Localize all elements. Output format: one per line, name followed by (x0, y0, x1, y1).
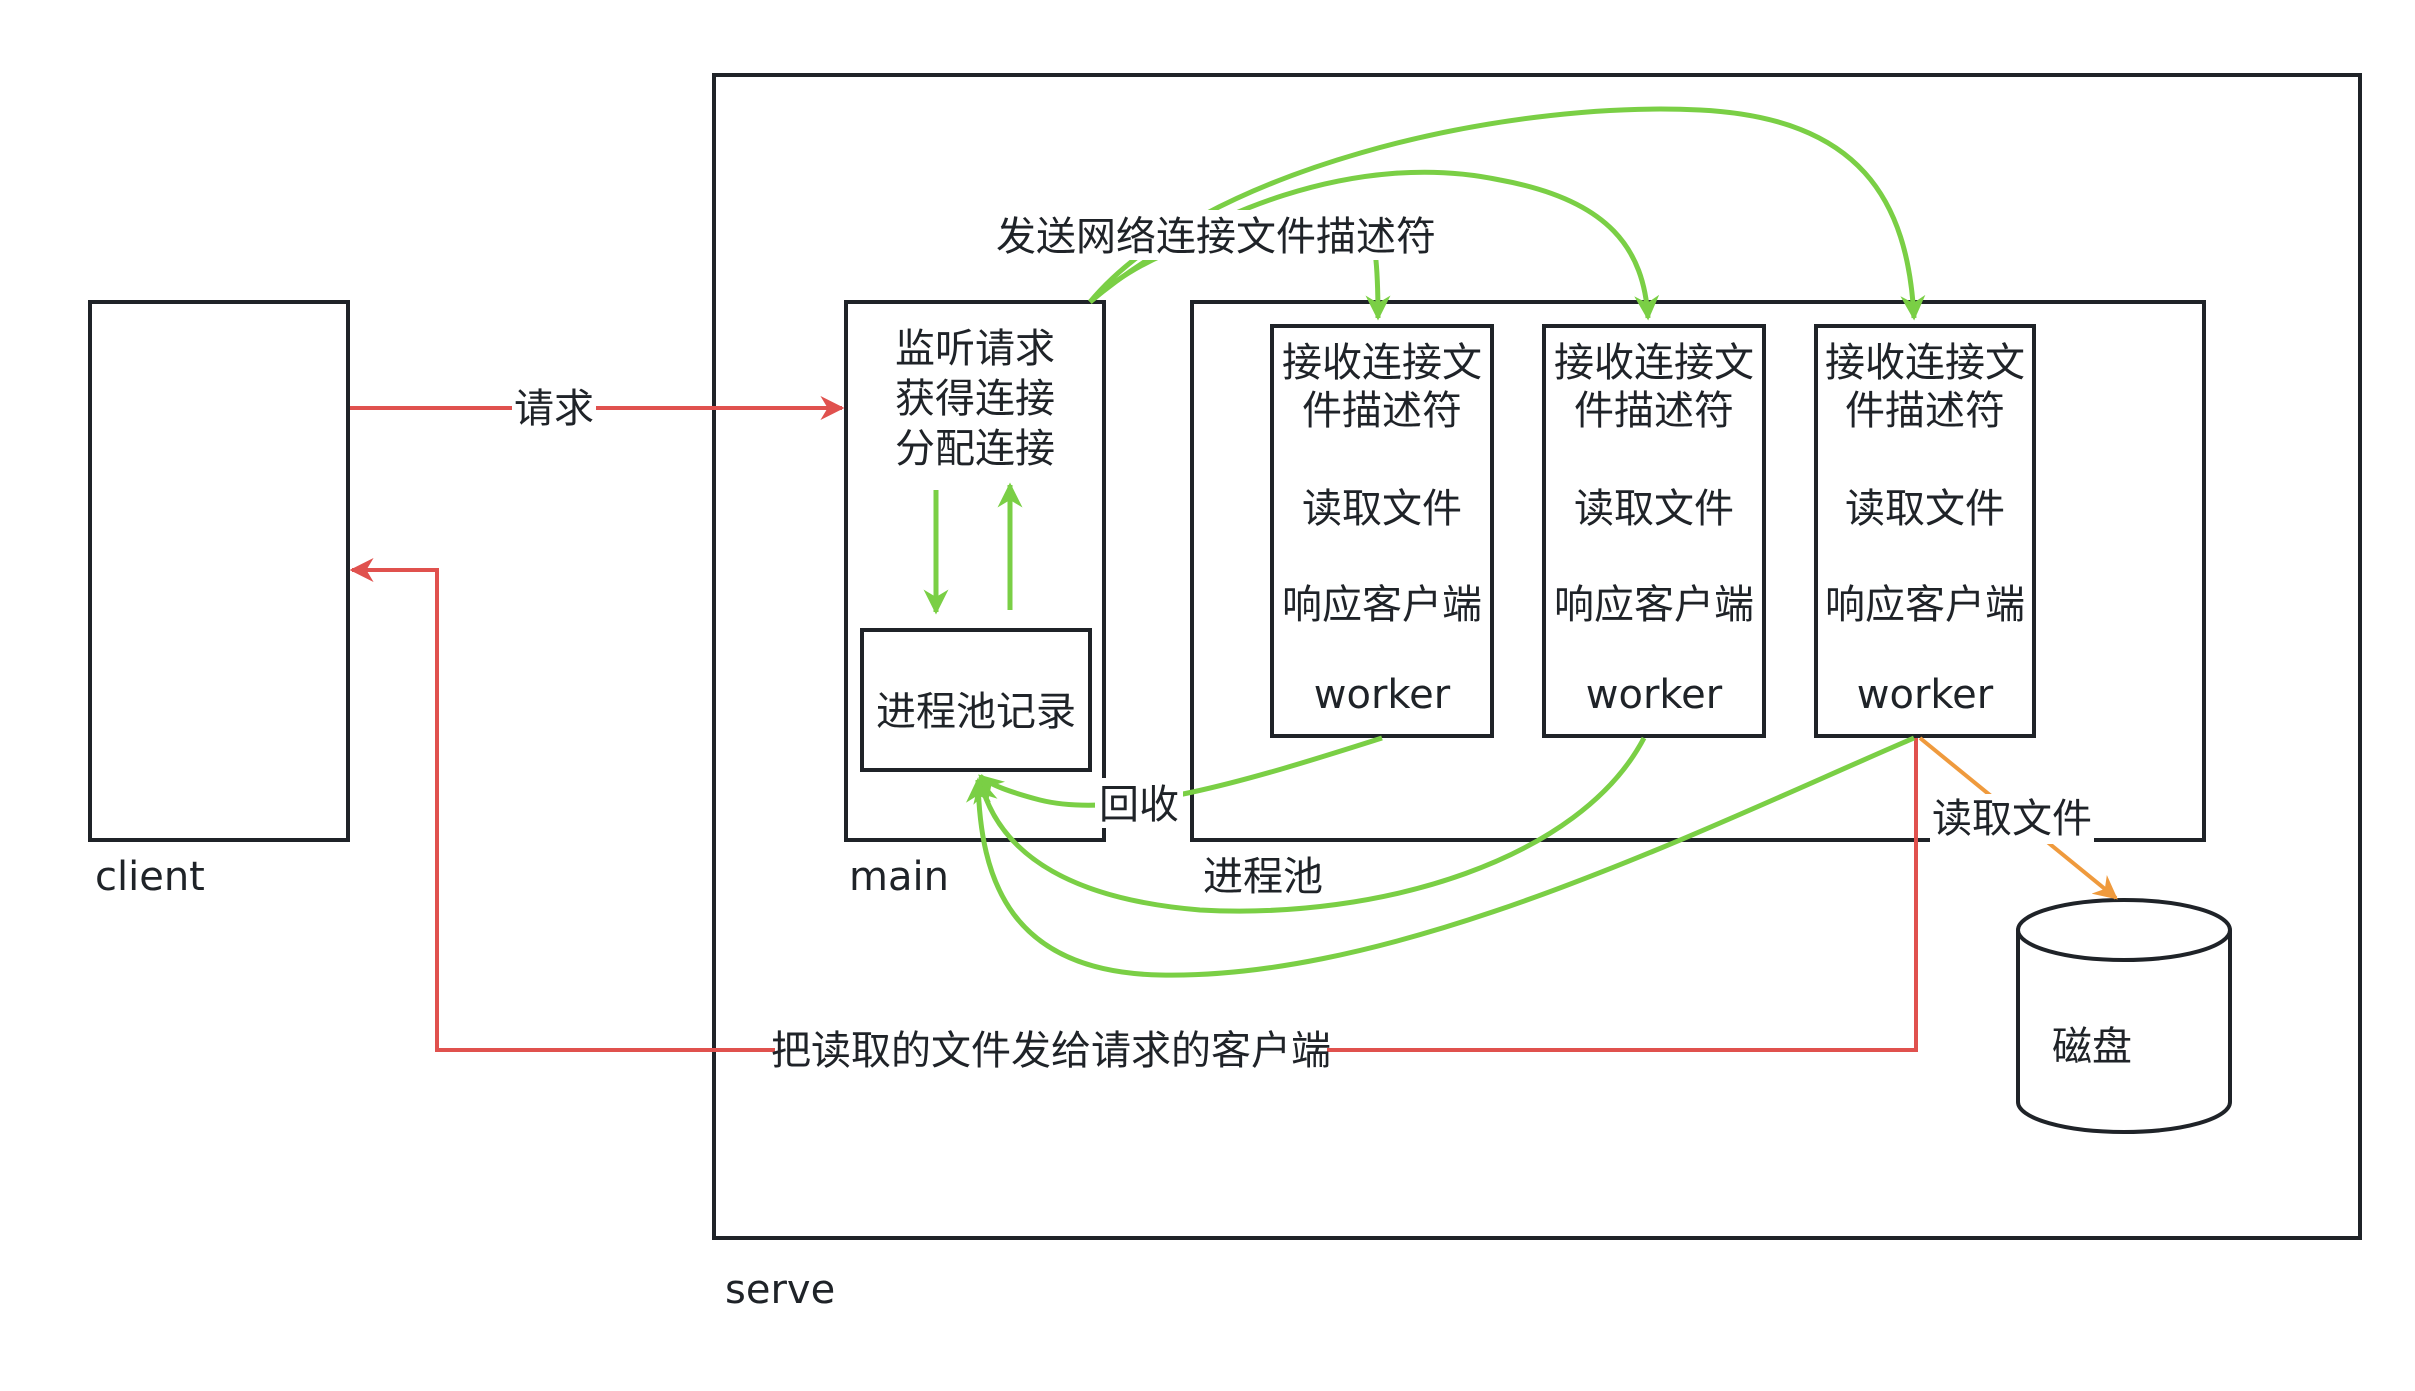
worker-3-line2: 件描述符 (1845, 388, 2005, 434)
request-label-bg (512, 382, 596, 432)
client-label: client (95, 854, 205, 900)
worker-3-read: 读取文件 (1845, 486, 2005, 532)
process-pool-label: 进程池 (1203, 854, 1323, 900)
recycle-arrow-worker-2 (973, 736, 1647, 914)
worker-2-line1: 接收连接文 (1554, 340, 1754, 386)
worker-3-line1: 接收连接文 (1825, 340, 2025, 386)
send-fd-arrow-worker-3 (1088, 106, 1926, 321)
worker-3-name: worker (1857, 672, 1994, 718)
worker-2-read: 读取文件 (1574, 486, 1734, 532)
worker-2-name: worker (1586, 672, 1723, 718)
main-line-dispatch: 分配连接 (895, 426, 1055, 472)
disk-label: 磁盘 (2052, 1024, 2132, 1070)
pool-record-box (860, 628, 1092, 772)
worker-3-respond: 响应客户端 (1825, 582, 2025, 628)
client-box (88, 300, 350, 842)
worker-1-respond: 响应客户端 (1282, 582, 1482, 628)
send-fd-label-bg (994, 210, 1438, 260)
main-line-accept: 获得连接 (895, 376, 1055, 422)
response-label-bg (775, 1024, 1327, 1076)
worker-1-line1: 接收连接文 (1282, 340, 1482, 386)
serve-label: serve (725, 1267, 835, 1313)
worker-box-3 (1814, 324, 2036, 738)
worker-1-name: worker (1314, 672, 1451, 718)
read-file-label: 读取文件 (1932, 796, 2092, 842)
read-file-label-bg (1930, 794, 2094, 844)
worker-2-line2: 件描述符 (1574, 388, 1734, 434)
send-fd-label: 发送网络连接文件描述符 (996, 214, 1436, 260)
recycle-label-bg (1095, 778, 1183, 828)
worker-1-line2: 件描述符 (1302, 388, 1462, 434)
pool-record-label: 进程池记录 (876, 689, 1076, 735)
worker-2-respond: 响应客户端 (1554, 582, 1754, 628)
worker-box-2 (1542, 324, 1766, 738)
request-label: 请求 (514, 386, 594, 432)
worker-1-read: 读取文件 (1302, 486, 1462, 532)
response-arrow (349, 558, 1918, 1052)
recycle-label: 回收 (1099, 782, 1179, 828)
main-line-listen: 监听请求 (895, 326, 1055, 372)
recycle-arrow-worker-3 (965, 735, 1915, 978)
worker-box-1 (1270, 324, 1494, 738)
disk-cylinder (2016, 898, 2232, 1134)
main-label: main (849, 854, 949, 900)
response-label: 把读取的文件发给请求的客户端 (771, 1028, 1331, 1074)
